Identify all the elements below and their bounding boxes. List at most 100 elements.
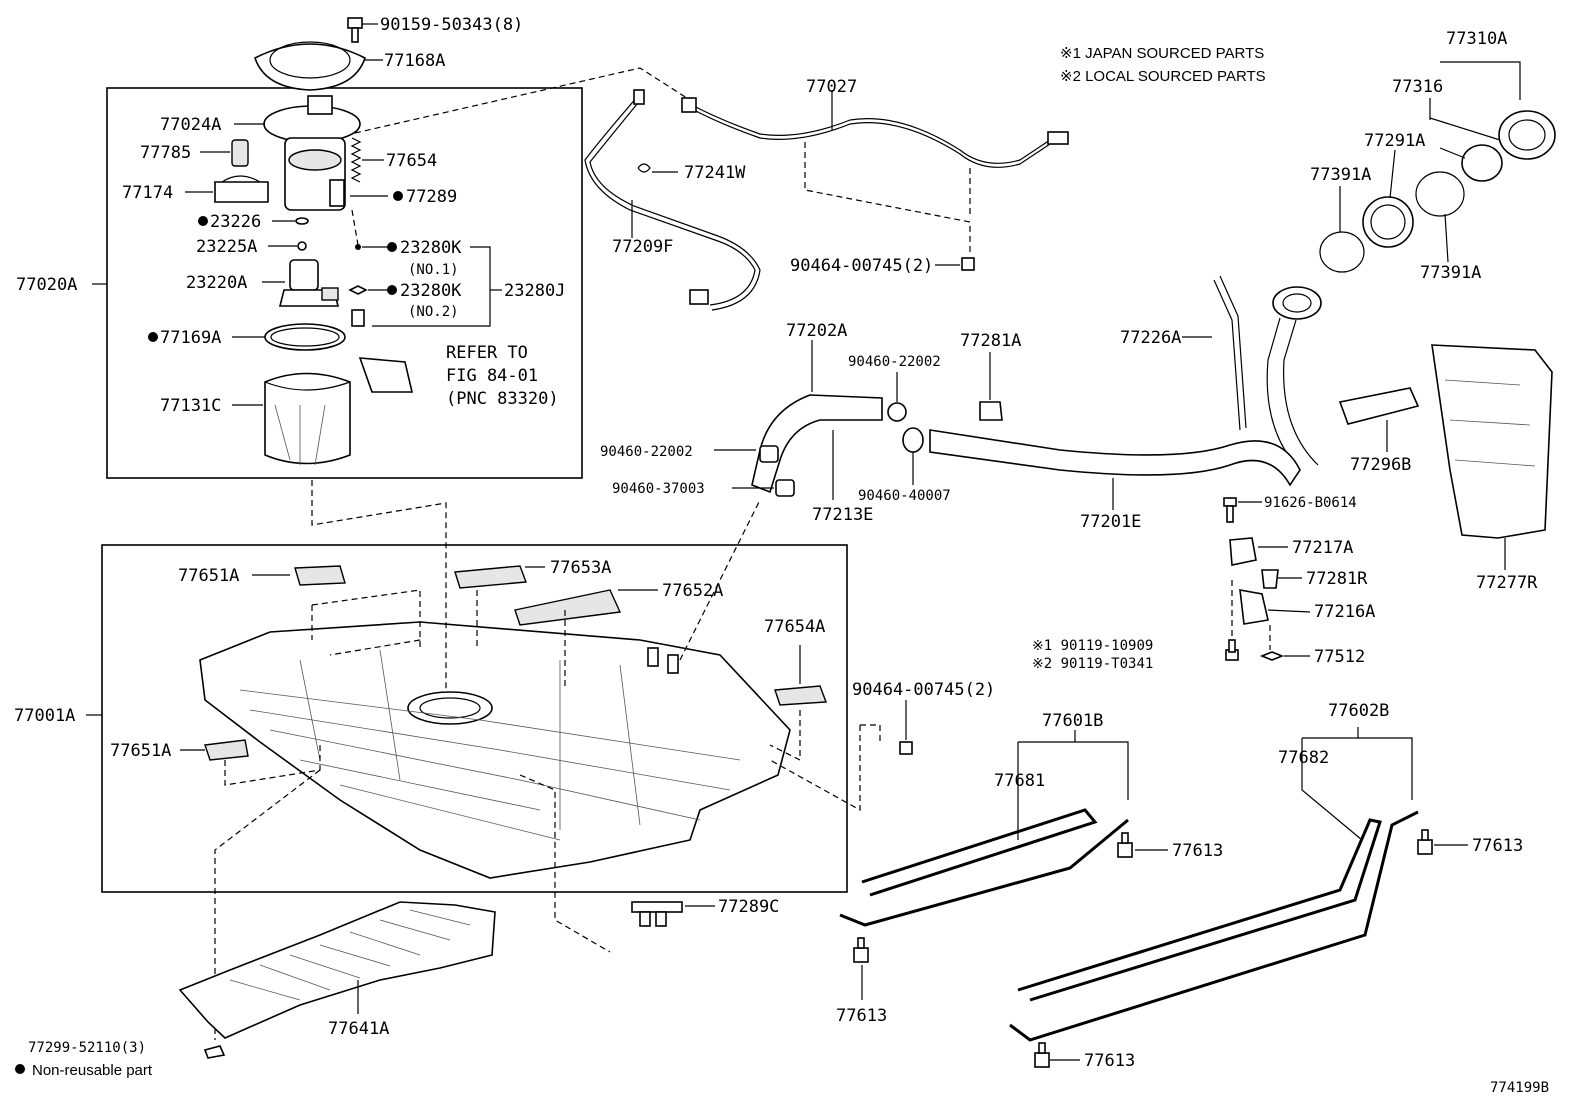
label-77216A: 77216A [1314,602,1375,622]
clamp-90460-22002-lower [759,445,779,463]
clip-90464-b [899,741,913,755]
fuel-tank-77001A [199,621,791,879]
label-90464-00745-a: 90464-00745(2) [790,256,933,276]
label-no1: (NO.1) [408,262,459,278]
pad-77651A-bottom [204,739,249,761]
label-77024A: 77024A [160,115,221,135]
label-pnc-83320: (PNC 83320) [446,389,559,409]
ring-77391A-right [1415,171,1465,217]
label-77213E: 77213E [812,505,873,525]
label-77291A: 77291A [1364,131,1425,151]
label-77391A-left: 77391A [1310,165,1371,185]
strap-77601B [839,808,1129,927]
legend-japan-sourced: ※1 JAPAN SOURCED PARTS [1060,45,1264,62]
label-77296B: 77296B [1350,455,1411,475]
label-23280J: 23280J [504,281,565,301]
label-77020A: 77020A [16,275,77,295]
legend-local-sourced: ※2 LOCAL SOURCED PARTS [1060,68,1266,85]
label-90460-40007: 90460-40007 [858,488,951,504]
label-77651A-bottom: 77651A [110,741,171,761]
clamp-90460-37003 [775,479,795,497]
bolt-77613b [1417,829,1433,855]
label-90460-22002-lower: 90460-22002 [600,444,693,460]
label-77601B: 77601B [1042,711,1103,731]
label-77299-52110: 77299-52110(3) [28,1040,146,1056]
clamp-77174 [214,175,269,203]
label-no2: (NO.2) [408,304,459,320]
label-77168A: 77168A [384,51,445,71]
bracket-77216A [1239,589,1269,625]
wire-77209F [584,89,761,311]
label-77652A: 77652A [662,581,723,601]
sender-gauge [358,357,414,393]
label-77613-a: 77613 [1172,841,1223,861]
gasket-77291A [1461,144,1503,182]
label-77027: 77027 [806,77,857,97]
label-90119-T0341: ※2 90119-T0341 [1032,656,1153,672]
label-77131C: 77131C [160,396,221,416]
label-23280K-no2: 23280K [400,281,462,301]
label-91626-B0614: 91626-B0614 [1264,495,1357,511]
label-77653A: 77653A [550,558,611,578]
label-77391A-right: 77391A [1420,263,1481,283]
label-77281R: 77281R [1306,569,1368,589]
bolt-91626 [1223,497,1237,523]
label-77602B: 77602B [1328,701,1389,721]
label-90159-50343: 90159-50343(8) [380,15,523,35]
filter-77785 [231,139,249,167]
label-77174: 77174 [122,183,173,203]
pad-77651A-top [294,565,346,586]
label-90460-22002-upper: 90460-22002 [848,354,941,370]
wire-harness-77027 [681,97,1069,168]
label-77613-d: 77613 [1084,1051,1135,1071]
label-90119-10909: ※1 90119-10909 [1032,638,1153,654]
bolt-77613a [1117,832,1133,858]
hose-clamp-90460-22002-upper [887,402,907,422]
label-77217A: 77217A [1292,538,1353,558]
fuel-pump-23220A [278,259,340,307]
label-77681: 77681 [994,771,1045,791]
label-77169A: 77169A [160,328,221,348]
retainer-ring-77168A [254,41,366,91]
label-77209F: 77209F [612,237,673,257]
label-77654: 77654 [386,151,437,171]
clamp-90460-40007 [902,427,924,453]
bracket-77281R [1261,569,1279,589]
heat-insulator-77641A [178,901,496,1039]
filler-pipe-cap-ring [1362,196,1414,248]
strap-77602B [1009,810,1419,1042]
label-77277R: 77277R [1476,573,1538,593]
label-77226A: 77226A [1120,328,1181,348]
fuel-pump-unit-77024A [263,95,361,211]
clamp-77296B [1338,387,1420,425]
label-23280K-no1: 23280K [400,238,462,258]
spring-77654 [350,137,362,183]
diagram-code: 774199B [1490,1080,1549,1096]
pad-77654A [774,685,827,706]
nonreusable-bullet-icon [15,1064,25,1074]
connector-77289C [631,901,683,927]
label-77682: 77682 [1278,748,1329,768]
label-77651A-top: 77651A [178,566,239,586]
label-77641A: 77641A [328,1019,389,1039]
label-77654A: 77654A [764,617,825,637]
label-77289: 77289 [406,187,457,207]
label-90460-37003: 90460-37003 [612,481,705,497]
label-refer-to: REFER TO [446,343,528,363]
filler-pipe-77226A [1213,275,1322,471]
filler-pipe-77201E [929,429,1301,487]
pump-housing-77131C [264,372,351,466]
bracket-23280J [372,246,502,327]
label-77202A: 77202A [786,321,847,341]
fuel-pump-assembly-box [106,87,583,479]
label-77613-c: 77613 [836,1006,887,1026]
pad-77653A [454,565,527,589]
grommet-77512 [1259,651,1285,661]
label-77310A: 77310A [1446,29,1507,49]
label-23220A: 23220A [186,273,247,293]
legend-nonreusable: Non-reusable part [32,1062,153,1079]
bolt-90159 [347,17,363,43]
label-77289C: 77289C [718,897,779,917]
sensor-plug [351,309,365,327]
